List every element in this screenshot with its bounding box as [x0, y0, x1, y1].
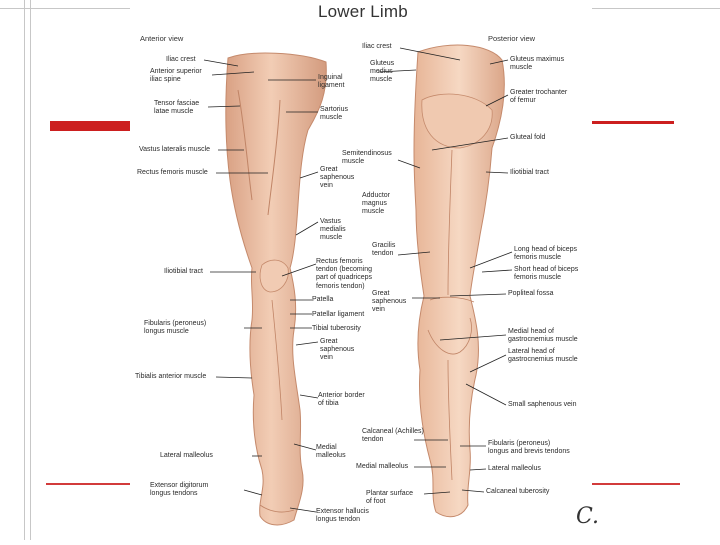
label-gluteal-fold: Gluteal fold [510, 134, 545, 142]
label-iliac-crest-posterior: Iliac crest [362, 43, 392, 51]
label-anterior-superior-iliac-spine: Anterior superior iliac spine [150, 68, 202, 84]
label-gluteus-medius: Gluteus medius muscle [370, 60, 394, 85]
label-greater-trochanter: Greater trochanter of femur [510, 89, 567, 105]
label-calcaneal-tuberosity: Calcaneal tuberosity [486, 488, 549, 496]
label-calcaneal-tendon: Calcaneal (Achilles) tendon [362, 428, 424, 444]
label-anterior-border-tibia: Anterior border of tibia [318, 392, 365, 408]
label-gluteus-maximus: Gluteus maximus muscle [510, 56, 564, 72]
label-small-saphenous-vein: Small saphenous vein [508, 401, 577, 409]
label-lateral-malleolus-posterior: Lateral malleolus [488, 465, 541, 473]
label-medial-malleolus-posterior: Medial malleolus [356, 463, 408, 471]
label-biceps-femoris-short-head: Short head of biceps femoris muscle [514, 266, 578, 282]
slide-red-rule-bottom-left [46, 483, 130, 485]
label-extensor-hallucis-tendon: Extensor hallucis longus tendon [316, 508, 369, 524]
label-semitendinosus: Semitendinosus muscle [342, 150, 392, 166]
anterior-leg-figure [226, 53, 326, 525]
label-medial-malleolus-anterior: Medial malleolus [316, 444, 346, 460]
label-vastus-lateralis: Vastus lateralis muscle [139, 146, 210, 154]
label-fibularis-tendons: Fibularis (peroneus) longus and brevis t… [488, 440, 570, 456]
label-gracilis-tendon: Gracilis tendon [372, 242, 395, 258]
label-fibularis-longus: Fibularis (peroneus) longus muscle [144, 320, 206, 336]
label-great-saphenous-vein-thigh: Great saphenous vein [320, 166, 354, 191]
figure-title: Lower Limb [318, 2, 408, 22]
slide-red-accent-right [592, 121, 674, 124]
label-gastrocnemius-medial-head: Medial head of gastrocnemius muscle [508, 328, 578, 344]
signature-mark: C. [576, 504, 599, 529]
slide-left-frame-line-2 [30, 0, 31, 540]
posterior-view-caption: Posterior view [488, 34, 535, 43]
label-inguinal-ligament: Inguinal ligament [318, 74, 344, 90]
label-patella: Patella [312, 296, 333, 304]
label-gastrocnemius-lateral-head: Lateral head of gastrocnemius muscle [508, 348, 578, 364]
label-sartorius: Sartorius muscle [320, 106, 348, 122]
label-rectus-femoris-tendon: Rectus femoris tendon (becoming part of … [316, 258, 372, 291]
label-adductor-magnus: Adductor magnus muscle [362, 192, 390, 217]
label-biceps-femoris-long-head: Long head of biceps femoris muscle [514, 246, 577, 262]
slide-red-rule-bottom-right [592, 483, 680, 485]
label-iliac-crest-anterior: Iliac crest [166, 56, 196, 64]
slide-left-frame-line [24, 0, 25, 540]
label-plantar-surface: Plantar surface of foot [366, 490, 413, 506]
label-popliteal-fossa: Popliteal fossa [508, 290, 554, 298]
label-patellar-ligament: Patellar ligament [312, 311, 364, 319]
anterior-view-caption: Anterior view [140, 34, 183, 43]
label-vastus-medialis: Vastus medialis muscle [320, 218, 346, 243]
label-lateral-malleolus-anterior: Lateral malleolus [160, 452, 213, 460]
label-rectus-femoris: Rectus femoris muscle [137, 169, 208, 177]
label-great-saphenous-vein-posterior: Great saphenous vein [372, 290, 406, 315]
label-iliotibial-tract-posterior: Iliotibial tract [510, 169, 549, 177]
label-tibial-tuberosity: Tibial tuberosity [312, 325, 361, 333]
label-extensor-digitorum-tendons: Extensor digitorum longus tendons [150, 482, 208, 498]
label-great-saphenous-vein-leg: Great saphenous vein [320, 338, 354, 363]
slide-red-accent-left [50, 121, 130, 131]
label-iliotibial-tract-anterior: Iliotibial tract [164, 268, 203, 276]
label-tensor-fasciae-latae: Tensor fasciae latae muscle [154, 100, 199, 116]
slide-left-margin [0, 0, 24, 540]
label-tibialis-anterior: Tibialis anterior muscle [135, 373, 206, 381]
